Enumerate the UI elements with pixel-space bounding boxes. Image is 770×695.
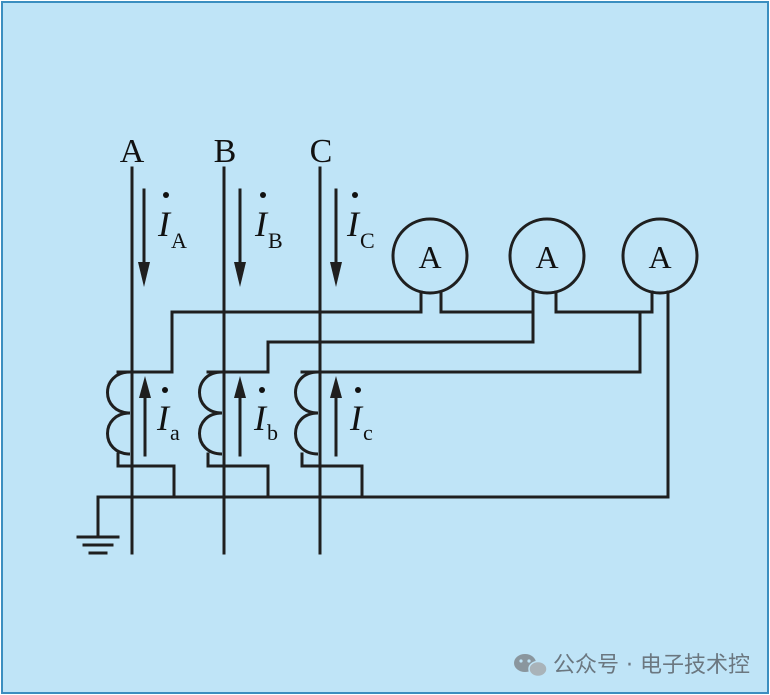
svg-text:A: A xyxy=(171,228,187,253)
ct-coil-c xyxy=(294,370,319,456)
secondary-current-arrow-a xyxy=(139,376,151,457)
primary-current-label-b: I B xyxy=(254,192,283,253)
svg-text:a: a xyxy=(170,420,180,445)
primary-current-label-a: I A xyxy=(157,192,187,253)
ct-coil-a xyxy=(106,370,131,456)
svg-text:I: I xyxy=(157,204,172,244)
watermark-text: 公众号 · 电子技术控 xyxy=(553,653,750,678)
ammeter-3: A xyxy=(621,217,699,295)
phase-a-label: A xyxy=(120,133,145,170)
ammeter-2-label: A xyxy=(535,239,558,275)
svg-text:c: c xyxy=(363,420,373,445)
secondary-current-arrow-b xyxy=(234,376,246,457)
secondary-current-arrow-c xyxy=(330,376,342,457)
svg-text:b: b xyxy=(267,420,278,445)
svg-text:I: I xyxy=(156,398,171,438)
ammeter-1: A xyxy=(391,217,469,295)
primary-current-arrow-b xyxy=(234,188,246,287)
secondary-current-label-a: I a xyxy=(156,387,180,445)
ground-icon xyxy=(76,526,120,555)
ammeter-1-label: A xyxy=(418,239,441,275)
phase-c-label: C xyxy=(310,133,333,170)
wechat-icon xyxy=(514,654,548,678)
svg-text:I: I xyxy=(349,398,364,438)
secondary-current-label-c: I c xyxy=(349,387,373,445)
ammeter-2: A xyxy=(508,217,586,295)
svg-text:C: C xyxy=(360,228,375,253)
svg-text:I: I xyxy=(254,204,269,244)
primary-current-label-c: I C xyxy=(346,192,375,253)
secondary-current-label-b: I b xyxy=(253,387,278,445)
secondary-wiring xyxy=(96,310,670,530)
watermark: 公众号 · 电子技术控 xyxy=(514,653,750,678)
svg-text:I: I xyxy=(346,204,361,244)
svg-text:I: I xyxy=(253,398,268,438)
phase-b-label: B xyxy=(214,133,237,170)
ammeter-leads xyxy=(419,290,670,314)
ct-coil-b xyxy=(198,370,223,456)
ammeter-3-label: A xyxy=(648,239,671,275)
svg-text:B: B xyxy=(268,228,283,253)
primary-current-arrow-c xyxy=(330,188,342,287)
primary-current-arrow-a xyxy=(138,188,150,287)
